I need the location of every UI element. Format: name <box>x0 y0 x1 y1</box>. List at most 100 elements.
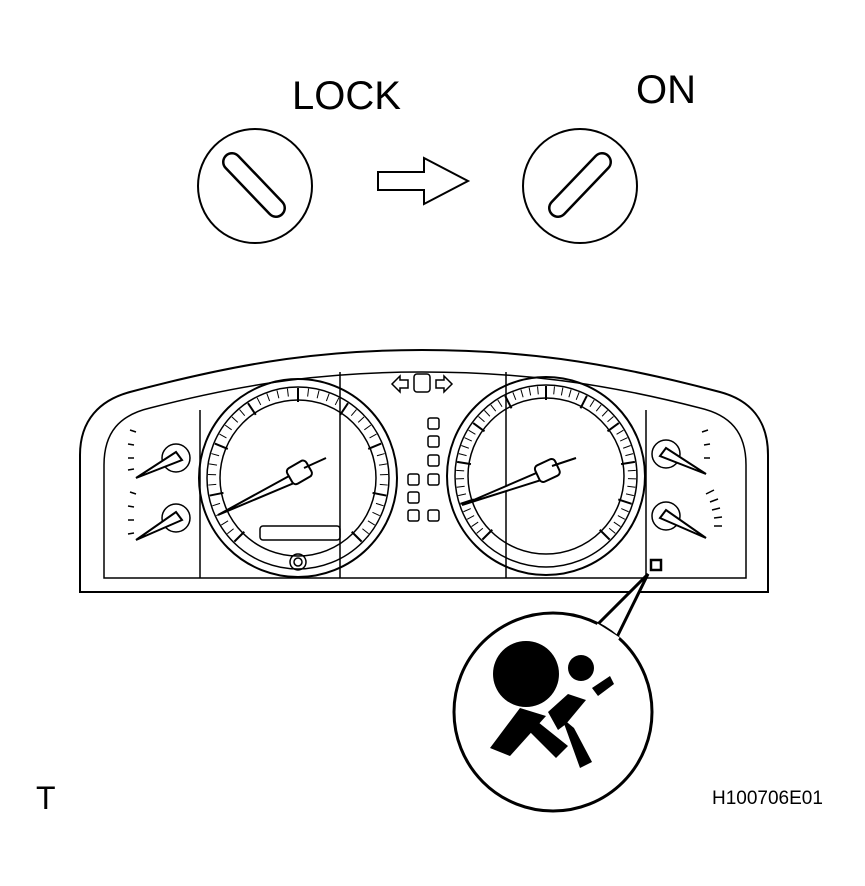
dial-tick <box>512 392 517 400</box>
dial-tick <box>378 463 387 466</box>
dial-tick <box>471 521 479 528</box>
dial-tick <box>595 404 602 412</box>
dial-tick <box>458 493 467 497</box>
dial-tick <box>617 515 626 520</box>
dial-tick <box>221 520 229 526</box>
dial-tick <box>209 491 224 497</box>
dial-tick <box>619 437 628 442</box>
dial-tick <box>606 422 620 433</box>
dial-tick <box>456 469 465 472</box>
right-arrow-icon <box>377 156 471 206</box>
dial-tick <box>599 529 611 541</box>
dial-tick <box>466 515 475 520</box>
dial-tick <box>239 409 246 416</box>
dial-tick <box>233 531 245 543</box>
dial-tick <box>461 445 470 449</box>
tachometer-gauge <box>446 376 646 576</box>
dial-tick <box>528 387 532 396</box>
voltage-gauge <box>651 489 723 539</box>
dial-tick <box>227 528 234 535</box>
dial-tick <box>286 388 289 397</box>
fuel-gauge <box>127 429 191 479</box>
dial-tick <box>625 453 634 457</box>
dial-tick <box>613 521 621 528</box>
dial-tick <box>209 463 218 466</box>
srs-airbag-warning-icon <box>490 641 614 768</box>
dial-tick <box>463 508 471 513</box>
dial-tick <box>607 416 614 423</box>
dial-tick <box>456 485 465 488</box>
dial-tick <box>208 483 217 486</box>
dial-tick <box>627 485 636 488</box>
dial-tick <box>212 502 221 507</box>
dial-tick <box>256 397 262 406</box>
airbag-lamp-location <box>649 558 663 572</box>
dial-tick <box>464 437 473 442</box>
dial-tick <box>350 409 357 416</box>
dial-tick <box>575 392 580 400</box>
dial-tick <box>211 453 220 457</box>
dial-tick <box>367 442 382 450</box>
dial-tick <box>379 483 388 486</box>
dial-tick <box>620 460 636 466</box>
dial-tick <box>625 493 634 497</box>
dial-tick <box>622 445 631 449</box>
dial-tick <box>472 422 486 433</box>
dial-tick <box>497 399 503 408</box>
dial-tick <box>372 511 380 517</box>
dial-tick <box>520 389 524 398</box>
dial-tick <box>621 508 629 513</box>
dial-tick <box>568 389 572 398</box>
ignition-key-on-icon <box>522 128 638 244</box>
warning-lamp-grid <box>407 417 440 522</box>
dial-tick <box>247 402 257 416</box>
dial-tick <box>362 528 369 535</box>
dial-tick <box>553 386 555 395</box>
dial-tick <box>375 502 384 507</box>
dial-tick <box>224 424 232 431</box>
dial-tick <box>357 416 365 423</box>
dial-tick <box>601 410 608 417</box>
dial-tick <box>367 520 375 526</box>
lock-position-label: LOCK <box>292 74 401 118</box>
dial-tick <box>276 390 280 399</box>
dial-tick <box>334 397 340 406</box>
turn-signal-indicators <box>390 373 454 394</box>
dial-tick <box>478 416 485 423</box>
dial-tick <box>307 388 310 397</box>
dial-tick <box>372 491 387 497</box>
dial-tick <box>266 393 271 402</box>
dial-tick <box>504 395 513 409</box>
dial-tick <box>369 433 377 439</box>
dial-tick <box>364 424 372 431</box>
corner-mark: T <box>36 780 56 816</box>
dial-tick <box>316 390 320 399</box>
dial-tick <box>490 404 497 412</box>
dial-tick <box>351 531 363 543</box>
dial-tick <box>537 386 539 395</box>
dial-tick <box>617 498 632 505</box>
dial-tick <box>468 429 476 435</box>
ignition-key-lock-icon <box>197 128 313 244</box>
dial-tick <box>231 416 239 423</box>
oil-pressure-gauge <box>651 429 711 475</box>
dial-tick <box>456 460 472 466</box>
dial-tick <box>627 469 636 472</box>
dial-tick <box>458 453 467 457</box>
dial-tick <box>608 527 616 534</box>
dial-tick <box>219 433 227 439</box>
instrument-cluster-illustration <box>79 348 769 593</box>
on-position-label: ON <box>636 68 696 112</box>
dial-tick <box>476 527 484 534</box>
figure-code: H100706E01 <box>712 788 823 809</box>
dial-tick <box>579 395 588 409</box>
dial-tick <box>589 399 595 408</box>
dial-tick <box>481 529 493 541</box>
dial-tick <box>214 442 229 450</box>
dial-tick <box>616 429 624 435</box>
dial-tick <box>484 410 491 417</box>
speedometer-gauge <box>198 378 398 578</box>
dial-tick <box>339 402 349 416</box>
dial-tick <box>325 393 330 402</box>
